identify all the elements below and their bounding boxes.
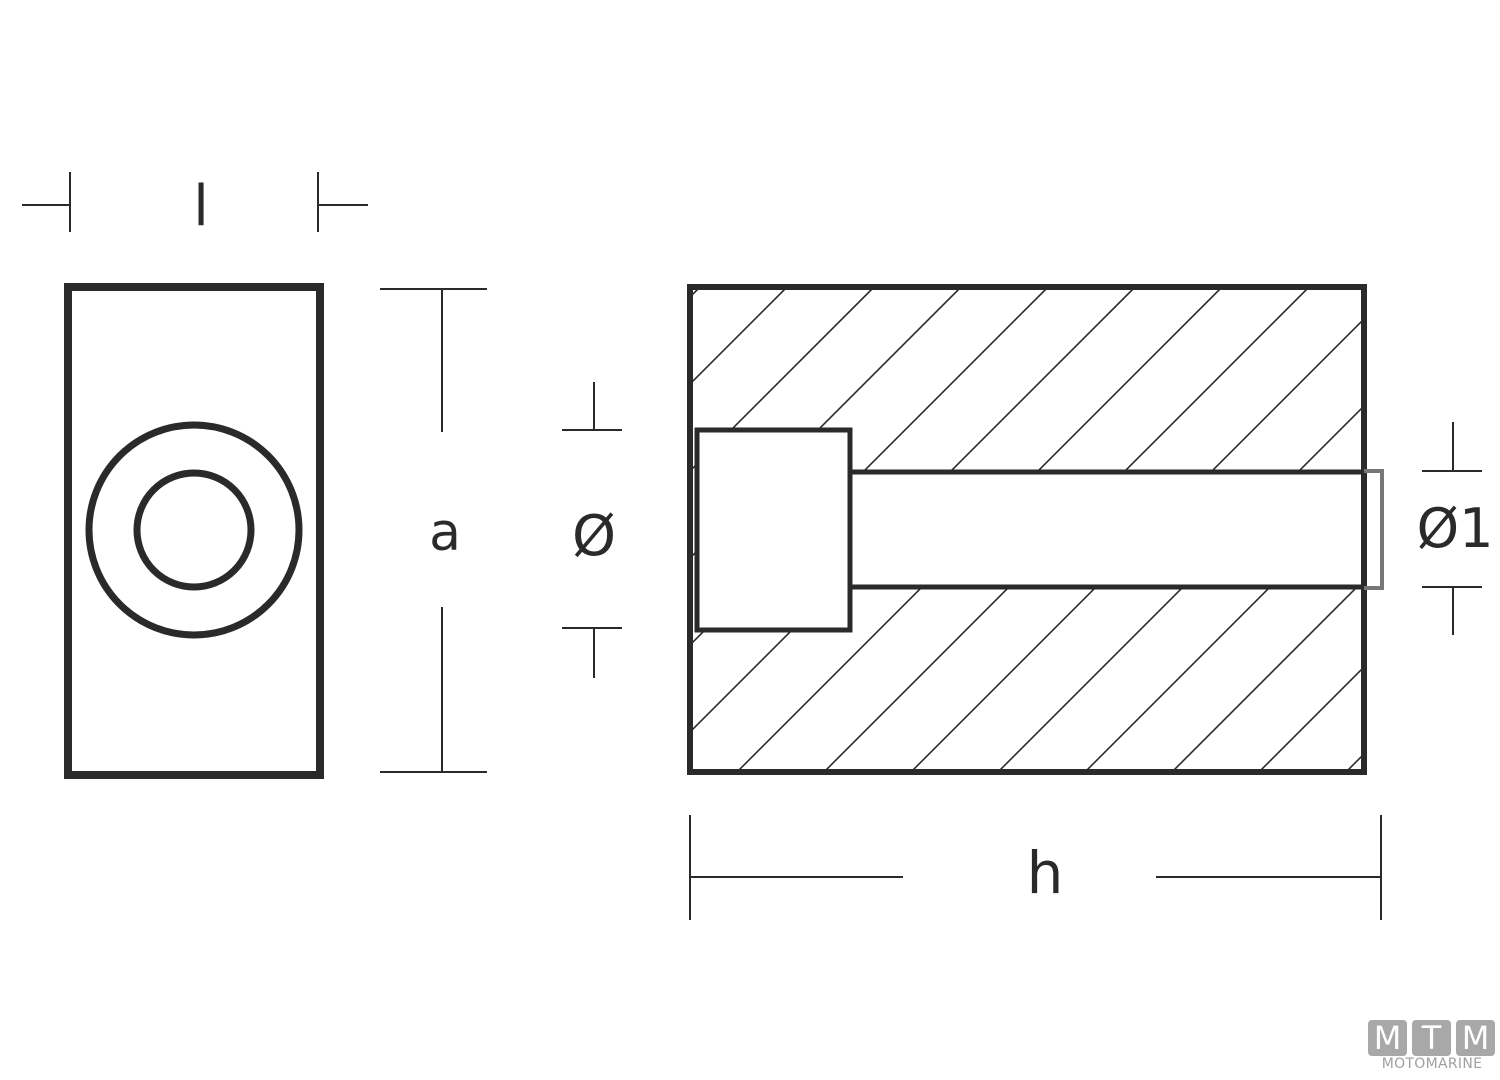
logo-letter: T: [1412, 1020, 1451, 1056]
label-h: h: [1027, 839, 1064, 907]
label-diameter: Ø: [572, 504, 616, 569]
front-view: [64, 283, 324, 779]
logo-letter: M: [1368, 1020, 1407, 1056]
logo-text: MOTOMARINE: [1381, 1056, 1483, 1072]
label-diameter-1: Ø1: [1417, 497, 1494, 560]
hatch-line: [690, 287, 788, 386]
hatch-line: [1170, 578, 1364, 772]
bore-bracket: [1364, 469, 1384, 590]
section-view: [687, 284, 1384, 775]
dimension-a: [380, 288, 487, 773]
label-l: l: [193, 174, 209, 239]
label-a: a: [429, 503, 461, 563]
hatch-line: [690, 287, 875, 473]
hatch-line: [1257, 665, 1364, 772]
dimension-h: [689, 815, 1382, 920]
dimension-diameter: [562, 382, 622, 678]
mtm-logo: M T M MOTOMARINE: [1368, 1020, 1496, 1072]
dimension-diameter-1: [1422, 422, 1482, 635]
logo-letter: M: [1456, 1020, 1495, 1056]
dimension-l: [22, 172, 368, 232]
